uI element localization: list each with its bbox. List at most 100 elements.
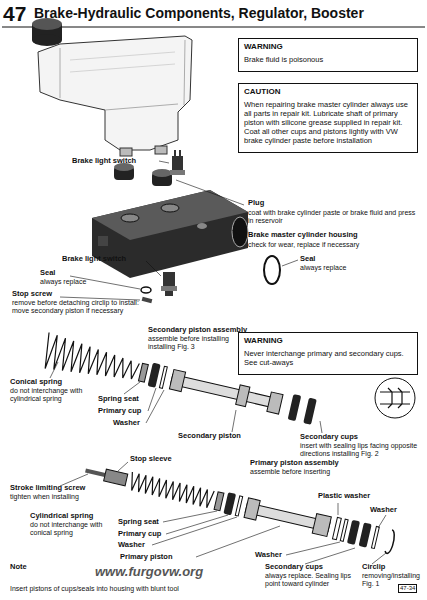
- master-cylinder-housing: [98, 236, 108, 246]
- secondary-piston-assembly: [303, 398, 317, 425]
- master-cylinder-housing: [197, 223, 207, 229]
- part-label: Washer: [255, 551, 295, 560]
- note-box: WARNING Never interchange primary and sec…: [238, 332, 418, 375]
- leader-line: [118, 462, 128, 471]
- part-label: Primary piston assembly: [250, 459, 370, 468]
- leader-line: [166, 515, 228, 534]
- primary-piston-assembly: [359, 522, 372, 547]
- leader-line: [124, 382, 140, 394]
- fluid-reservoir: [120, 148, 132, 156]
- fluid-reservoir: [70, 52, 175, 72]
- part-label: Secondary piston: [178, 432, 258, 441]
- primary-piston-assembly: [244, 498, 260, 520]
- secondary-piston-assembly: [148, 363, 161, 388]
- part-label: Note: [10, 563, 50, 572]
- part-note: check for wear, replace if necessary: [248, 241, 420, 249]
- part-label: Plastic washer: [318, 492, 388, 501]
- part-note: Insert pistons of cups/seals into housin…: [10, 585, 260, 593]
- part-note: always replace. Sealing lips point towar…: [265, 572, 360, 588]
- brake-light-switch: [161, 272, 177, 296]
- brake-light-switch: [165, 291, 173, 296]
- brake-light-switch: [174, 150, 176, 156]
- primary-piston-assembly: [312, 514, 331, 537]
- leader-line: [146, 390, 164, 423]
- part-label: Seal: [40, 269, 80, 278]
- part-label: Cylindrical spring: [30, 512, 120, 521]
- box-heading: CAUTION: [244, 87, 412, 97]
- primary-piston-assembly: [128, 472, 214, 508]
- stop-screw-seal: [141, 287, 151, 293]
- part-label: Washer: [118, 541, 158, 550]
- primary-piston-assembly: [385, 530, 396, 555]
- part-label: Stop screw: [12, 290, 92, 299]
- box-text: Brake fluid is poisonous: [244, 55, 412, 64]
- part-label: Primary cup: [98, 407, 158, 416]
- reservoir-cap: [32, 18, 62, 46]
- fluid-reservoir: [38, 36, 192, 156]
- part-note: assemble before installing installing Fi…: [148, 335, 243, 351]
- page-number: 47-34: [398, 584, 417, 593]
- leader-line: [146, 261, 161, 276]
- secondary-piston-assembly: [267, 392, 283, 414]
- brake-light-switch: [170, 150, 185, 175]
- brake-light-switch: [172, 156, 183, 171]
- reservoir-plug: [152, 169, 172, 177]
- leader-line: [152, 517, 237, 545]
- part-note: always replace: [300, 264, 370, 272]
- housing-seal: [264, 256, 280, 284]
- primary-piston-assembly: [85, 469, 105, 477]
- leader-line: [378, 515, 386, 528]
- box-text: Never interchange primary and secondary …: [244, 349, 412, 367]
- reservoir-plug: [114, 163, 172, 186]
- master-cylinder-housing: [92, 190, 248, 278]
- part-label: Brake light switch: [72, 157, 162, 166]
- secondary-piston-assembly: [159, 366, 167, 388]
- secondary-piston-assembly: [288, 394, 302, 421]
- fluid-reservoir: [60, 40, 185, 110]
- leader-line: [159, 161, 169, 163]
- part-label: Secondary cups: [265, 563, 360, 572]
- leader-line: [286, 542, 340, 555]
- reservoir-cap: [32, 34, 62, 46]
- part-label: Circlip: [362, 563, 422, 572]
- box-heading: WARNING: [244, 336, 412, 346]
- secondary-piston-assembly: [169, 369, 185, 391]
- leader-line: [338, 503, 339, 515]
- page-title: Brake-Hydraulic Components, Regulator, B…: [34, 5, 364, 21]
- primary-piston-assembly: [83, 459, 397, 554]
- fluid-reservoir: [155, 146, 167, 154]
- brake-light-switch: [163, 272, 175, 288]
- brake-light-switch: [170, 170, 185, 175]
- part-note: assemble before inserting: [250, 468, 370, 476]
- master-cylinder-housing: [121, 214, 139, 222]
- brake-light-switch: [161, 286, 177, 291]
- part-label: Plug: [248, 199, 308, 208]
- primary-piston-assembly: [371, 526, 379, 548]
- primary-piston-assembly: [340, 519, 348, 541]
- part-label: Brake light switch: [62, 255, 152, 264]
- part-note: coat with brake cylinder paste or brake …: [248, 209, 420, 225]
- primary-piston-assembly: [347, 520, 360, 545]
- primary-piston-assembly: [104, 469, 128, 486]
- cutaway-inset: [375, 378, 415, 418]
- part-label: Conical spring: [10, 378, 95, 387]
- leader-line: [282, 260, 298, 266]
- cutaway-inset: [380, 388, 410, 408]
- part-note: always replace: [40, 278, 110, 286]
- fluid-reservoir: [38, 36, 192, 150]
- master-cylinder-housing: [161, 204, 179, 212]
- leader-line: [163, 511, 217, 522]
- part-label: Stop sleeve: [130, 455, 190, 464]
- part-label: Washer: [370, 506, 415, 515]
- leader-line: [305, 548, 355, 564]
- secondary-piston-assembly: [236, 385, 250, 407]
- cutaway-inset: [375, 378, 415, 418]
- box-heading: WARNING: [244, 42, 412, 52]
- part-label: Brake master cylinder housing: [248, 231, 420, 240]
- primary-piston-assembly: [332, 517, 341, 539]
- leader-line: [176, 180, 244, 205]
- part-note: do not interchange with conical spring: [30, 521, 115, 537]
- part-note: remove before detaching circlip to insta…: [12, 299, 140, 315]
- housing-seal: [264, 256, 280, 284]
